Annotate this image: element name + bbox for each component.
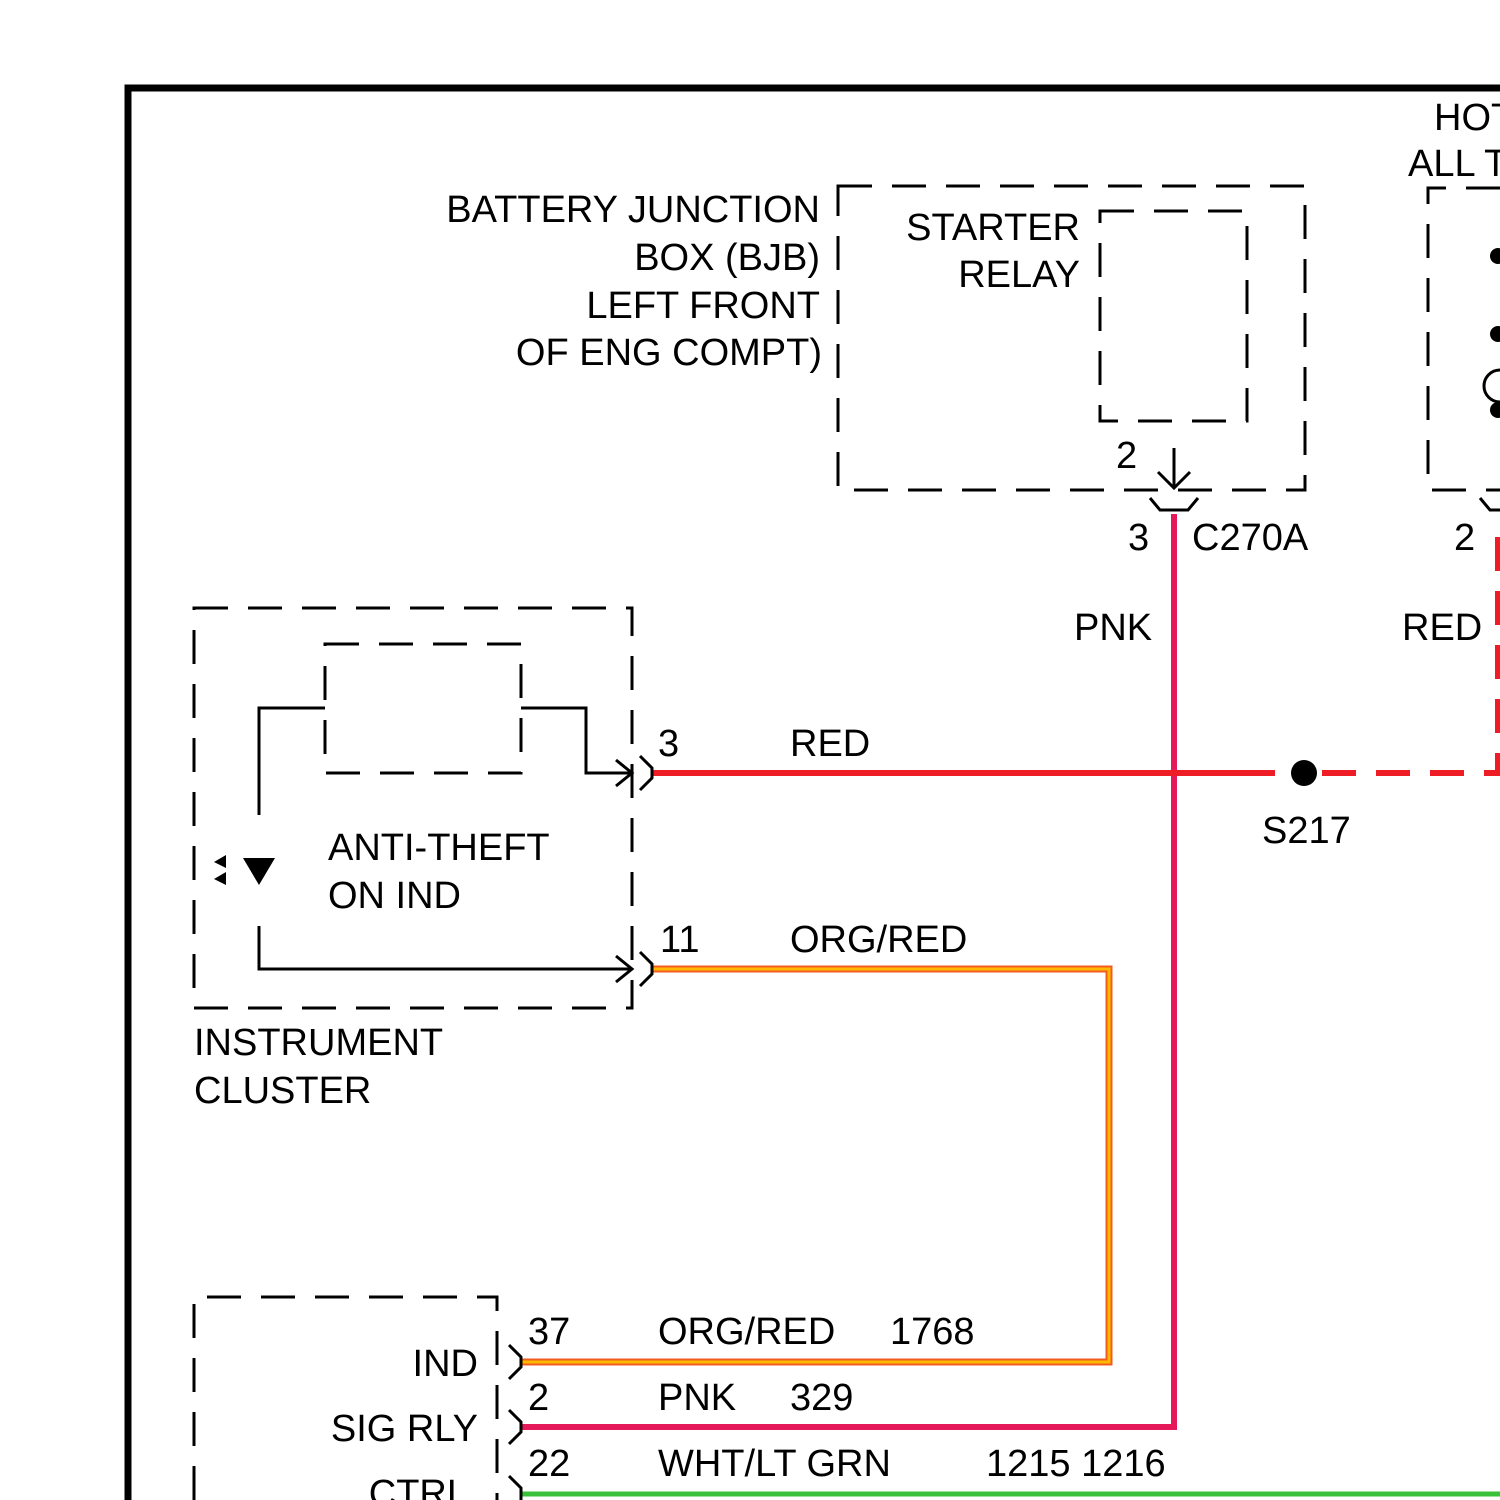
led-indicator-icon: [243, 858, 275, 885]
module-row-circuit: 329: [790, 1377, 853, 1419]
cluster-inner-box: [325, 644, 521, 773]
module-row-circuit: 1215 1216: [986, 1443, 1166, 1485]
right-box-terminal: [1490, 402, 1500, 418]
splice-dot: [1291, 760, 1317, 786]
module-connector: [509, 1476, 521, 1500]
right-fuse-box: [1428, 188, 1500, 490]
right-connector-pin: 2: [1454, 517, 1475, 559]
module-row-pin: 37: [528, 1311, 570, 1353]
red-wire-pin: 3: [658, 723, 679, 765]
right-box-terminal: [1490, 326, 1500, 342]
module-row-label: SIG RLY: [331, 1408, 478, 1450]
right-box-connector: [1480, 498, 1500, 510]
instrument-cluster-label-line2: CLUSTER: [194, 1070, 371, 1112]
anti-theft-label-line2: ON IND: [328, 875, 461, 917]
instrument-cluster-label-line1: INSTRUMENT: [194, 1022, 443, 1064]
starter-relay-pin: 2: [1116, 435, 1137, 477]
splice-label: S217: [1262, 810, 1351, 852]
org-red-wire-label: ORG/RED: [790, 919, 967, 961]
module-row-wire-color: ORG/RED: [658, 1311, 835, 1353]
bottom-module-box: [194, 1297, 497, 1500]
module-row-label: CTRL: [369, 1473, 468, 1500]
anti-theft-label-line1: ANTI-THEFT: [328, 827, 550, 869]
bjb-label-line3: LEFT FRONT: [586, 285, 820, 327]
starter-relay-pin-arrow: [1158, 448, 1190, 488]
starter-relay-label-line2: RELAY: [958, 254, 1080, 296]
red-wire-label: RED: [790, 723, 870, 765]
org-red-wire-inner: [521, 969, 1109, 1362]
module-row-circuit: 1768: [890, 1311, 975, 1353]
cluster-connector-11: [640, 952, 652, 986]
module-row-pin: 22: [528, 1443, 570, 1485]
right-box-terminal: [1490, 248, 1500, 264]
pnk-wire-label: PNK: [1074, 607, 1152, 649]
starter-relay-box: [1100, 211, 1247, 421]
org-red-wire-pin: 11: [660, 919, 699, 961]
org-red-wire-outer: [521, 969, 1109, 1362]
right-box-fuse-arc: [1484, 370, 1500, 402]
cluster-circuit-right: [521, 708, 632, 786]
hot-label-line2: ALL T: [1408, 143, 1500, 185]
module-row-label: IND: [413, 1343, 478, 1385]
led-light-arrow-icon: [214, 872, 226, 885]
bjb-label-line2: BOX (BJB): [634, 237, 820, 279]
c270a-name: C270A: [1192, 517, 1309, 559]
bjb-label-line4: OF ENG COMPT): [516, 332, 822, 374]
module-connector: [509, 1345, 521, 1379]
module-row-wire-color: WHT/LT GRN: [658, 1443, 891, 1485]
module-row-wire-color: PNK: [658, 1377, 736, 1419]
cluster-connector-3: [640, 756, 652, 790]
module-connector: [509, 1410, 521, 1444]
led-light-arrow-icon: [214, 855, 226, 868]
cluster-circuit-bottom: [259, 926, 632, 982]
c270a-connector-symbol: [1150, 498, 1198, 510]
c270a-pin: 3: [1128, 517, 1149, 559]
starter-relay-label-line1: STARTER: [906, 207, 1080, 249]
cluster-circuit-left: [259, 708, 325, 815]
bjb-label-line1: BATTERY JUNCTION: [446, 189, 820, 231]
hot-label-line1: HOT: [1434, 97, 1500, 139]
module-row-pin: 2: [528, 1377, 549, 1419]
red-wire-right-label: RED: [1402, 607, 1482, 649]
